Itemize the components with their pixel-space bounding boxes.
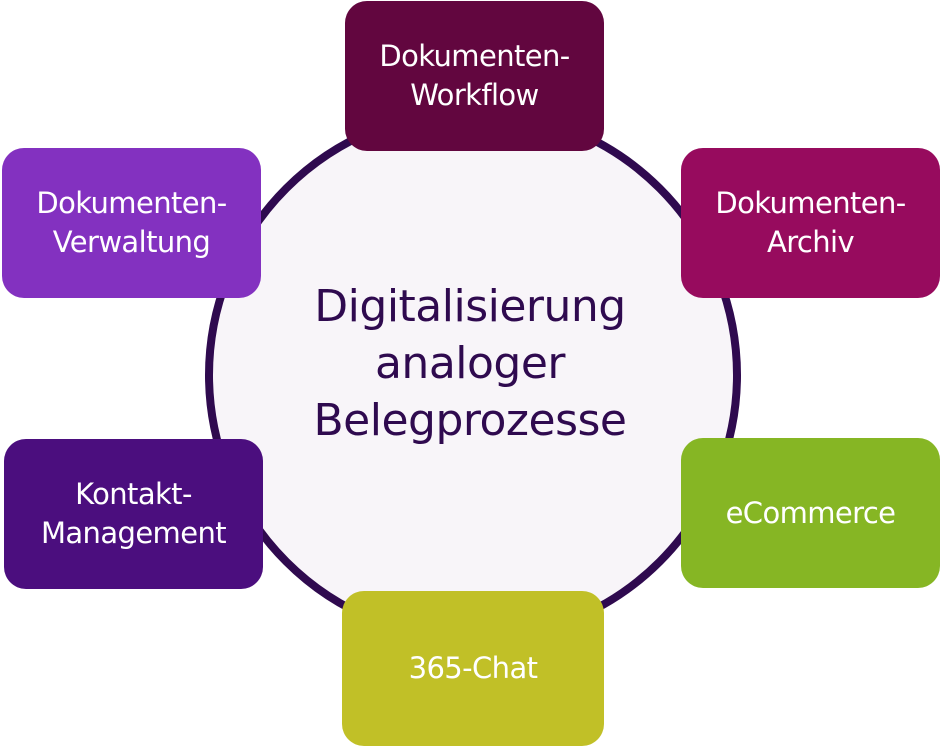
node-label: Dokumenten- Workflow bbox=[379, 39, 570, 112]
central-title: Digitalisierung analoger Belegprozesse bbox=[313, 281, 627, 446]
node-label: Dokumenten- Archiv bbox=[715, 186, 906, 259]
node-365-chat: 365-Chat bbox=[342, 591, 604, 746]
node-label: 365-Chat bbox=[408, 651, 538, 685]
node-label: Dokumenten- Verwaltung bbox=[36, 186, 227, 259]
node-kontakt-management: Kontakt- Management bbox=[4, 439, 263, 589]
node-label: Kontakt- Management bbox=[40, 477, 227, 550]
node-ecommerce: eCommerce bbox=[681, 438, 940, 588]
node-dokumenten-workflow: Dokumenten- Workflow bbox=[345, 1, 604, 151]
node-dokumenten-archiv: Dokumenten- Archiv bbox=[681, 148, 940, 298]
node-label: eCommerce bbox=[725, 495, 896, 530]
node-dokumenten-verwaltung: Dokumenten- Verwaltung bbox=[2, 148, 261, 298]
